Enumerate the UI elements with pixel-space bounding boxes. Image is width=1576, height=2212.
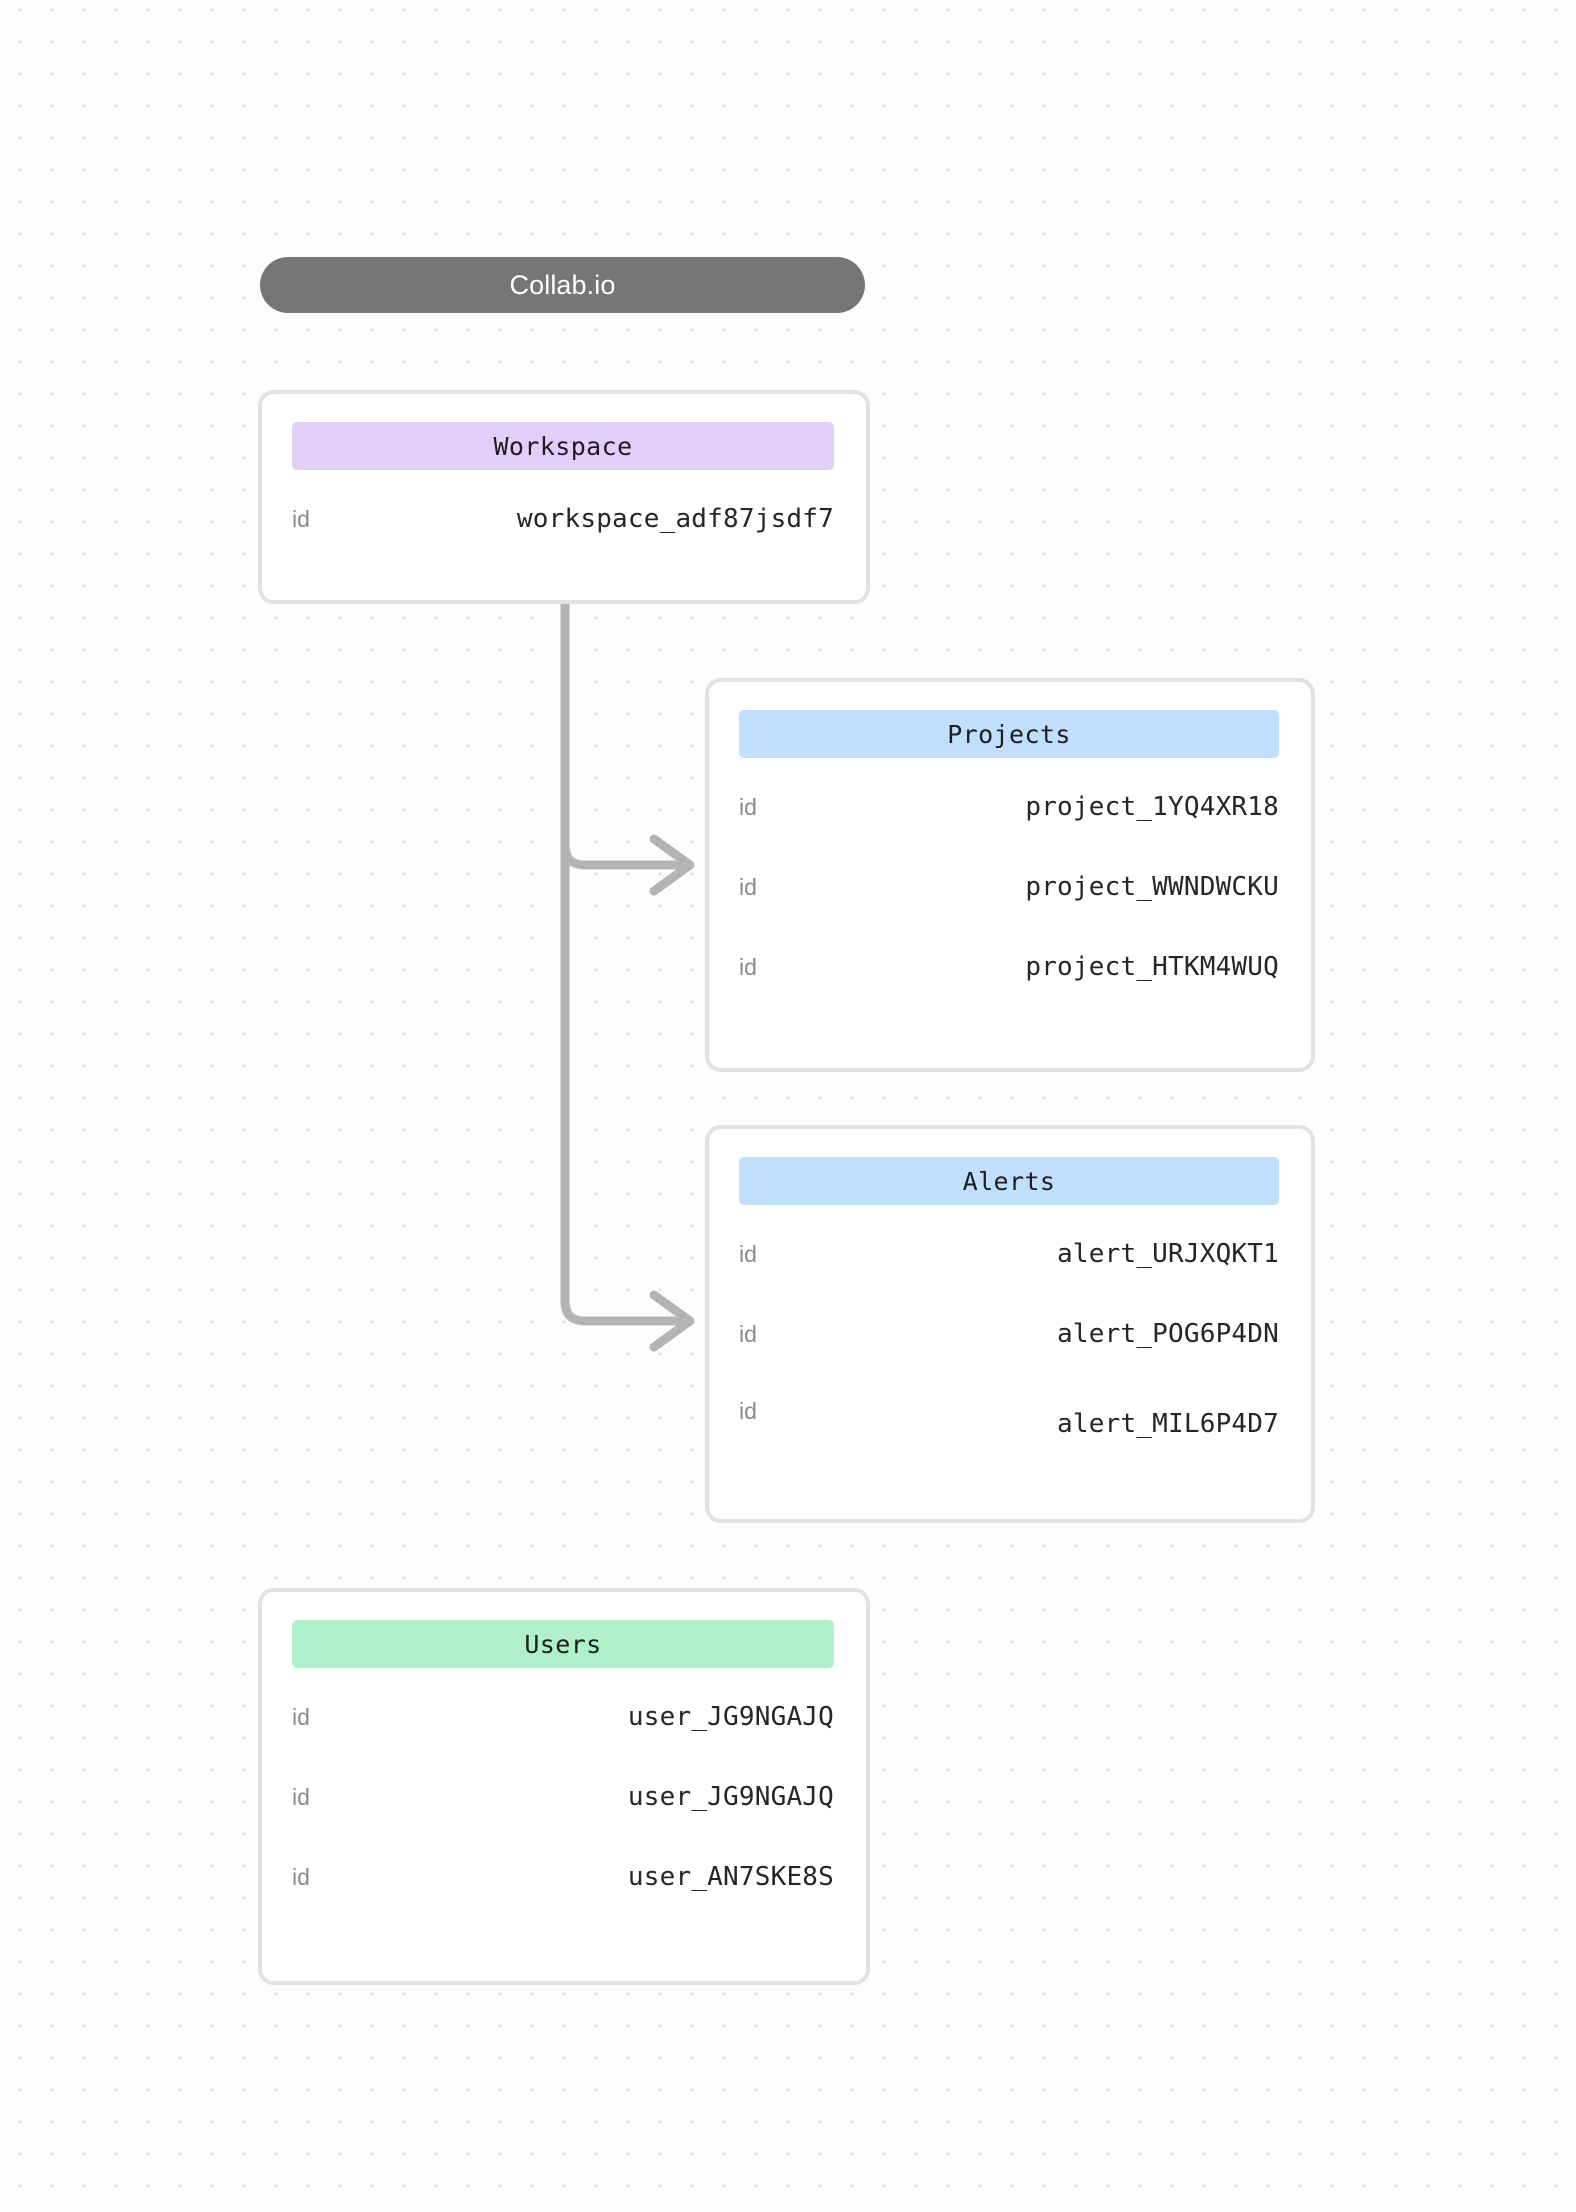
entity-title-workspace: Workspace bbox=[493, 431, 633, 461]
app-title-text: Collab.io bbox=[509, 269, 616, 300]
field-key: id bbox=[739, 794, 757, 820]
table-row: id project_1YQ4XR18 bbox=[739, 790, 1279, 824]
field-value: user_JG9NGAJQ bbox=[627, 1782, 834, 1812]
field-value: workspace_adf87jsdf7 bbox=[516, 504, 834, 534]
field-value: user_JG9NGAJQ bbox=[627, 1702, 834, 1732]
field-value: project_WWNDWCKU bbox=[1025, 872, 1279, 902]
field-value: alert_URJXQKT1 bbox=[1057, 1239, 1279, 1269]
entity-title-alerts: Alerts bbox=[962, 1166, 1056, 1196]
connector-arrowhead-alerts bbox=[649, 1290, 695, 1352]
entity-title-projects: Projects bbox=[947, 719, 1071, 749]
table-row: id project_HTKM4WUQ bbox=[739, 950, 1279, 984]
field-key: id bbox=[739, 1241, 757, 1267]
entity-card-projects[interactable]: Projects id project_1YQ4XR18 id project_… bbox=[705, 678, 1315, 1072]
field-value: project_1YQ4XR18 bbox=[1025, 792, 1279, 822]
field-value: project_HTKM4WUQ bbox=[1025, 952, 1279, 982]
entity-header-alerts: Alerts bbox=[739, 1157, 1279, 1205]
connector-workspace-projects bbox=[560, 599, 683, 870]
table-row: id alert_URJXQKT1 bbox=[739, 1237, 1279, 1271]
field-value: alert_MIL6P4D7 bbox=[1057, 1409, 1279, 1439]
entity-card-alerts[interactable]: Alerts id alert_URJXQKT1 id alert_POG6P4… bbox=[705, 1125, 1315, 1523]
table-row: id alert_POG6P4DN bbox=[739, 1317, 1279, 1351]
entity-card-workspace[interactable]: Workspace id workspace_adf87jsdf7 bbox=[258, 390, 870, 604]
field-key: id bbox=[739, 1398, 757, 1424]
field-value: alert_POG6P4DN bbox=[1057, 1319, 1279, 1349]
entity-card-users[interactable]: Users id user_JG9NGAJQ id user_JG9NGAJQ … bbox=[258, 1588, 870, 1985]
field-key: id bbox=[292, 506, 310, 532]
table-row: id workspace_adf87jsdf7 bbox=[292, 502, 834, 536]
field-key: id bbox=[739, 954, 757, 980]
table-row: id project_WWNDWCKU bbox=[739, 870, 1279, 904]
field-key: id bbox=[739, 1321, 757, 1347]
field-value: user_AN7SKE8S bbox=[627, 1862, 834, 1892]
table-row: id user_JG9NGAJQ bbox=[292, 1700, 834, 1734]
connector-arrowhead-projects bbox=[649, 834, 695, 896]
entity-header-workspace: Workspace bbox=[292, 422, 834, 470]
field-key: id bbox=[739, 874, 757, 900]
field-key: id bbox=[292, 1864, 310, 1890]
entity-header-users: Users bbox=[292, 1620, 834, 1668]
field-key: id bbox=[292, 1704, 310, 1730]
field-key: id bbox=[292, 1784, 310, 1810]
connector-workspace-alerts bbox=[560, 599, 683, 1326]
table-row: id user_JG9NGAJQ bbox=[292, 1780, 834, 1814]
entity-header-projects: Projects bbox=[739, 710, 1279, 758]
entity-title-users: Users bbox=[524, 1629, 602, 1659]
app-title-pill: Collab.io bbox=[260, 257, 865, 313]
table-row: id alert_MIL6P4D7 bbox=[739, 1394, 1279, 1439]
table-row: id user_AN7SKE8S bbox=[292, 1860, 834, 1894]
